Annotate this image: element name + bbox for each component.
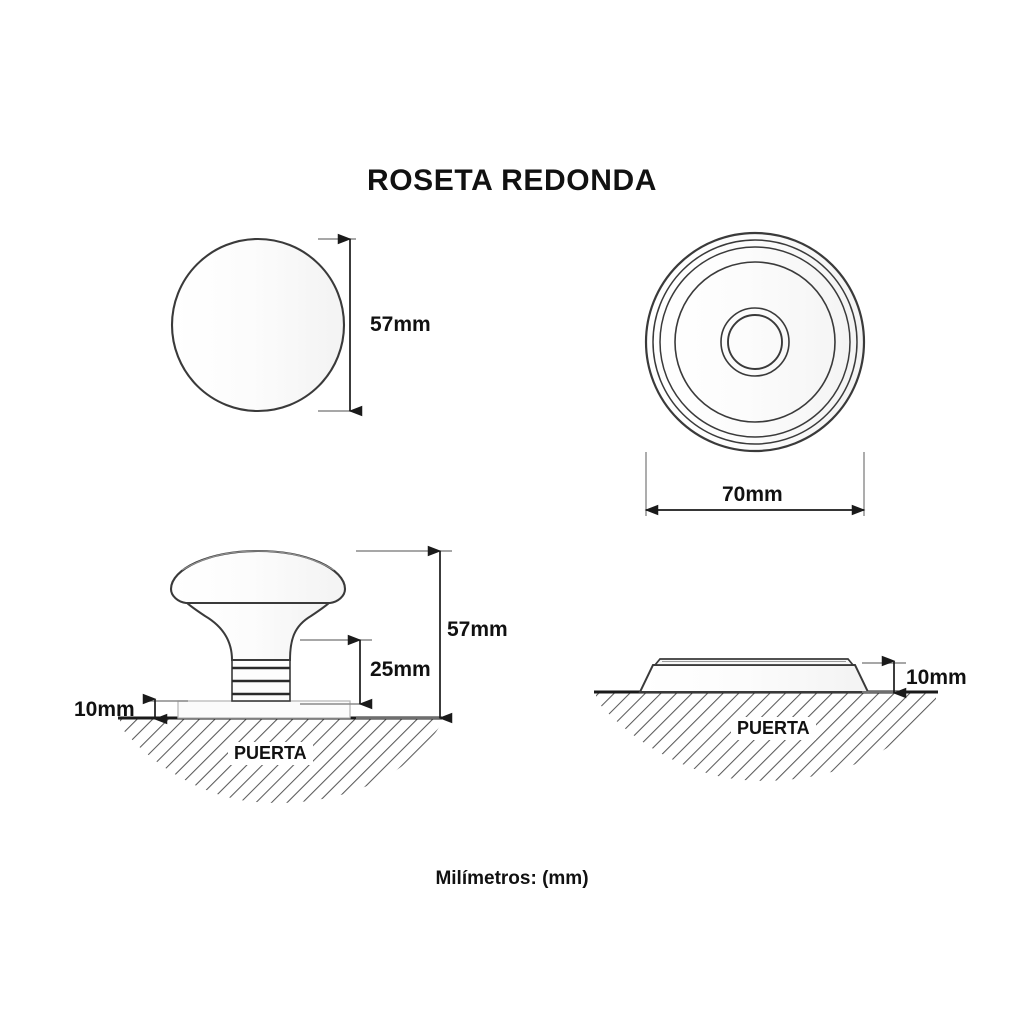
knob-threaded-stem bbox=[231, 658, 291, 702]
knob-top-view-geometry bbox=[170, 233, 363, 417]
page-title: ROSETA REDONDA bbox=[366, 164, 658, 197]
dim-label-total-height: 57mm bbox=[447, 618, 508, 641]
dim-label-rosette-thickness-left: 10mm bbox=[74, 698, 135, 721]
dim-label-rosette-diameter: 70mm bbox=[722, 483, 783, 506]
rosette-profile-body bbox=[638, 664, 870, 693]
dim-label-rosette-thickness-right: 10mm bbox=[906, 666, 967, 689]
rosette-profile-cap bbox=[653, 658, 855, 666]
door-label-right: PUERTA bbox=[731, 717, 816, 740]
units-footer-note: Milímetros: (mm) bbox=[435, 868, 589, 889]
dim-label-stem-height: 25mm bbox=[370, 658, 431, 681]
door-label-left: PUERTA bbox=[228, 742, 313, 765]
knob-head bbox=[169, 549, 347, 605]
dim-label-knob-diameter: 57mm bbox=[370, 313, 431, 336]
rosette-top-view-geometry bbox=[644, 231, 866, 516]
knob-neck bbox=[183, 601, 333, 661]
rosette-plate-left bbox=[177, 700, 351, 719]
